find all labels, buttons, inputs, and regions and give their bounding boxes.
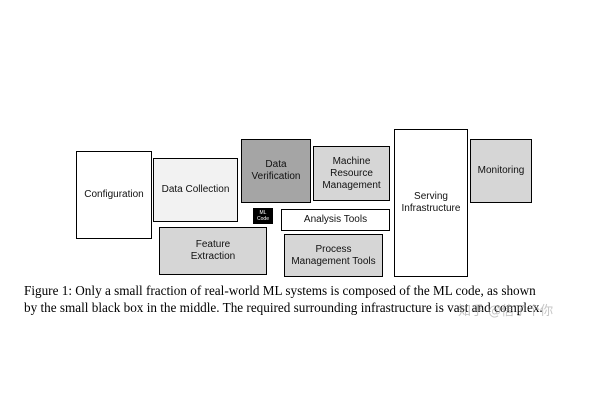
ml-code-label: ML Code xyxy=(257,210,269,222)
monitoring-box: Monitoring xyxy=(470,139,532,203)
feature-extraction-box: Feature Extraction xyxy=(159,227,267,275)
data-collection-label: Data Collection xyxy=(161,184,230,195)
figure-caption: Figure 1: Only a small fraction of real-… xyxy=(24,282,590,316)
process-management-tools-box: Process Management Tools xyxy=(284,234,383,277)
watermark: 知乎 @信了个你 xyxy=(458,304,554,319)
process-management-tools-label: Process Management Tools xyxy=(291,243,376,267)
serving-infrastructure-box: Serving Infrastructure xyxy=(394,129,468,277)
configuration-box: Configuration xyxy=(76,151,152,239)
analysis-tools-label: Analysis Tools xyxy=(303,214,368,225)
analysis-tools-box: Analysis Tools xyxy=(281,209,390,231)
data-collection-box: Data Collection xyxy=(153,158,238,222)
machine-resource-management-label: Machine Resource Management xyxy=(322,155,381,191)
caption-line-2: by the small black box in the middle. Th… xyxy=(24,300,543,315)
feature-extraction-label: Feature Extraction xyxy=(190,239,236,262)
configuration-label: Configuration xyxy=(84,189,144,200)
data-verification-box: Data Verification xyxy=(241,139,311,203)
caption-line-1: Figure 1: Only a small fraction of real-… xyxy=(24,283,536,298)
monitoring-label: Monitoring xyxy=(477,165,525,176)
data-verification-label: Data Verification xyxy=(251,159,301,182)
ml-code-box: ML Code xyxy=(253,208,273,224)
serving-infrastructure-label: Serving Infrastructure xyxy=(401,191,461,214)
machine-resource-management-box: Machine Resource Management xyxy=(313,146,390,201)
